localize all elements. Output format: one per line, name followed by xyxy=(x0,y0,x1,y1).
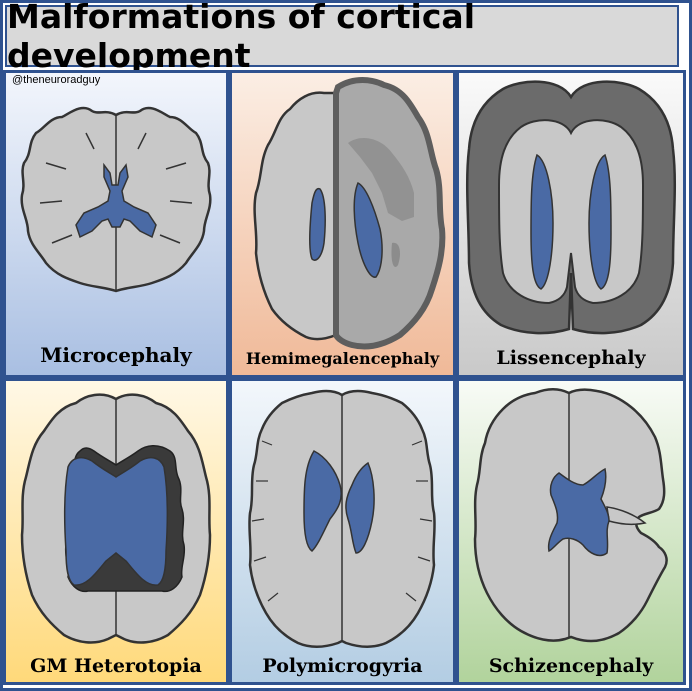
hemimegalencephaly-brain-illustration xyxy=(253,77,446,350)
panel-lissencephaly: Lissencephaly xyxy=(456,70,686,378)
heterotopia-ventricles xyxy=(63,456,169,586)
panel-schizencephaly: Schizencephaly xyxy=(456,378,686,685)
polymicrogyria-brain-illustration xyxy=(248,389,436,648)
poly-sulci xyxy=(251,440,433,602)
lissencephaly-brain-illustration xyxy=(465,80,677,335)
poly-left-ventricle xyxy=(303,450,342,552)
liss-left-ventricle xyxy=(530,153,554,290)
label-schizencephaly: Schizencephaly xyxy=(488,655,654,677)
poly-right-ventricle xyxy=(345,461,375,554)
credit-text: @theneuroradguy xyxy=(12,74,101,86)
microcephaly-brain-illustration xyxy=(20,106,212,293)
hemi-right-ventricle xyxy=(353,181,383,278)
schiz-cleft xyxy=(606,506,647,526)
label-polymicrogyria: Polymicrogyria xyxy=(262,655,423,677)
schiz-ventricle xyxy=(547,467,610,557)
microcephaly-ventricles xyxy=(75,162,157,239)
microcephaly-sulci xyxy=(39,132,193,244)
label-lissencephaly: Lissencephaly xyxy=(496,347,646,369)
panel-hemimegalencephaly: Hemimegalencephaly xyxy=(229,70,456,378)
panel-polymicrogyria: Polymicrogyria xyxy=(229,378,456,685)
title-box: Malformations of cortical development xyxy=(5,0,679,75)
label-microcephaly: Microcephaly xyxy=(40,343,192,367)
hemi-normal-hemisphere xyxy=(253,91,338,341)
hemi-left-ventricle xyxy=(308,187,326,261)
label-gm-heterotopia: GM Heterotopia xyxy=(30,655,202,677)
panel-microcephaly: Microcephaly xyxy=(3,70,229,378)
label-hemimegalencephaly: Hemimegalencephaly xyxy=(245,349,440,368)
heterotopia-brain-illustration xyxy=(20,393,212,644)
panel-gm-heterotopia: GM Heterotopia xyxy=(3,378,229,685)
liss-right-ventricle xyxy=(588,153,612,290)
figure-title: Malformations of cortical development xyxy=(7,0,476,75)
schizencephaly-brain-illustration xyxy=(473,388,668,643)
